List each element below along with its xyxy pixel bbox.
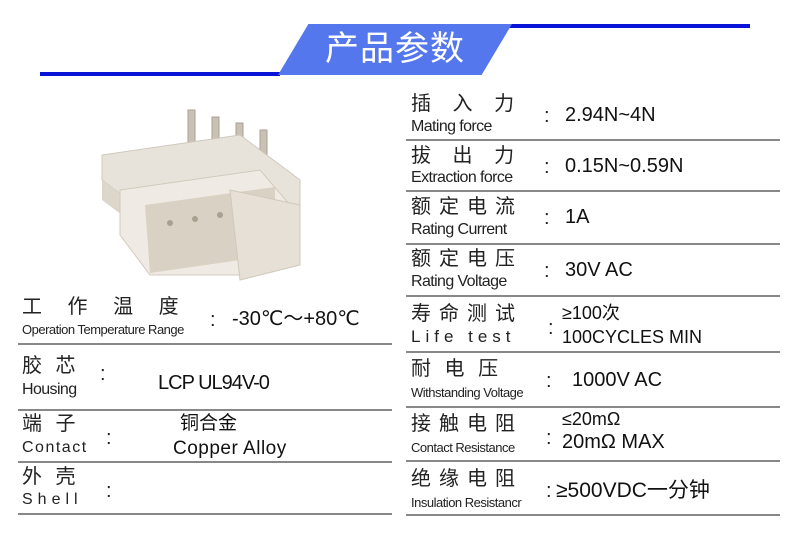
header-rule-right (505, 24, 750, 28)
header-rule-left (40, 72, 280, 76)
row-divider (406, 139, 780, 141)
title-banner: 产品参数 (278, 24, 512, 75)
row-divider (406, 514, 780, 516)
row-divider (18, 513, 392, 515)
row-divider (406, 351, 780, 353)
row-divider (18, 461, 392, 463)
row-divider (406, 295, 780, 297)
row-divider (18, 409, 392, 411)
row-divider (406, 406, 780, 408)
row-divider (406, 460, 780, 462)
row-divider (406, 243, 780, 245)
connector-product-image (90, 95, 320, 290)
page-title: 产品参数 (325, 30, 465, 68)
row-divider (406, 190, 780, 192)
row-divider (18, 343, 392, 345)
